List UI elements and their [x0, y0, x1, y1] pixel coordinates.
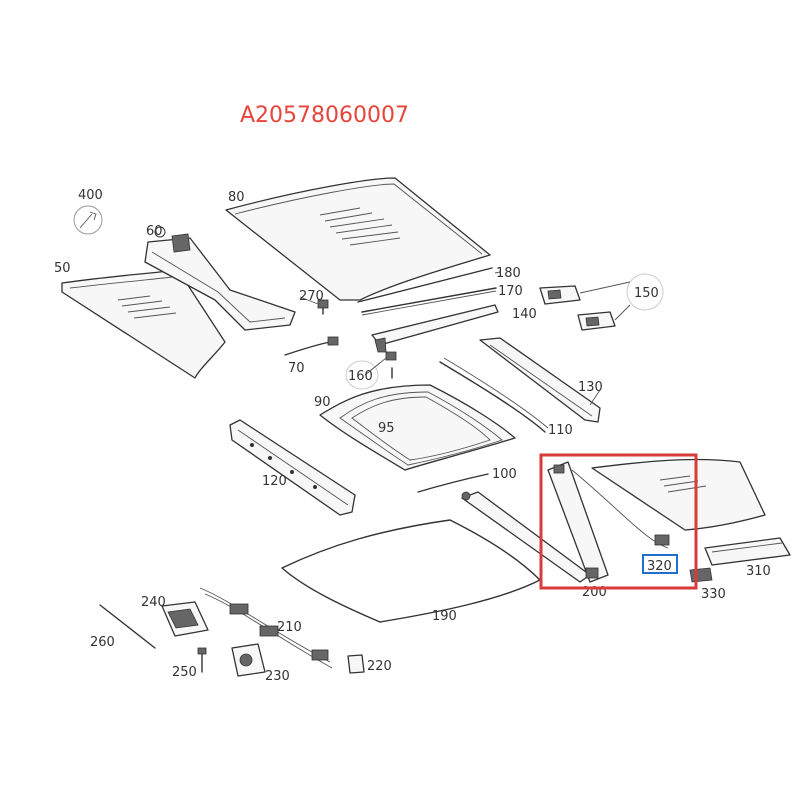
callout-110: 110: [548, 423, 573, 438]
part-180-seal-strip: [357, 267, 493, 303]
callout-70: 70: [288, 361, 305, 376]
part-400-service-icon: [73, 205, 103, 235]
callout-330: 330: [701, 587, 726, 602]
part-220-clip: [347, 654, 365, 674]
callout-150: 150: [634, 286, 659, 301]
highlight-blue-box: [642, 554, 678, 574]
callout-190: 190: [432, 609, 457, 624]
callout-250: 250: [172, 665, 197, 680]
callout-180: 180: [496, 266, 521, 281]
callout-210: 210: [277, 620, 302, 635]
part-310-rear-glass: [591, 458, 791, 566]
part-110-seal: [439, 357, 549, 433]
part-160-clip: [345, 351, 397, 390]
part-95-glass: [351, 396, 491, 461]
callout-95: 95: [378, 421, 395, 436]
part-60-front-frame: [144, 226, 296, 331]
part-330-clip: [689, 567, 713, 583]
part-170-seal-strip: [361, 287, 497, 316]
callout-130: 130: [578, 380, 603, 395]
part-130-side-rail: [479, 337, 601, 423]
part-250-screw: [197, 647, 207, 673]
part-260-rod: [99, 604, 156, 649]
callout-90: 90: [314, 395, 331, 410]
callout-140: 140: [512, 307, 537, 322]
callout-260: 260: [90, 635, 115, 650]
callout-160: 160: [348, 369, 373, 384]
part-210-cable: [199, 587, 333, 669]
callout-240: 240: [141, 595, 166, 610]
callout-170: 170: [498, 284, 523, 299]
part-190-seal: [281, 519, 541, 623]
callout-310: 310: [746, 564, 771, 579]
part-140-guide-rail: [371, 304, 499, 353]
part-150-brackets: [539, 273, 664, 331]
callout-270: 270: [299, 289, 324, 304]
callout-50: 50: [54, 261, 71, 276]
part-90-frame: [319, 384, 516, 471]
part-50-wind-deflector: [61, 269, 226, 379]
callout-120: 120: [262, 474, 287, 489]
callout-230: 230: [265, 669, 290, 684]
part-240-motor: [161, 601, 209, 637]
part-320-shade-assembly: [547, 461, 670, 583]
part-number-title: A20578060007: [240, 103, 409, 128]
part-100-strip: [417, 473, 489, 493]
highlight-red-box: [539, 453, 698, 590]
part-70-cable: [284, 336, 339, 356]
callout-100: 100: [492, 467, 517, 482]
part-120-left-rail: [229, 419, 356, 516]
callout-220: 220: [367, 659, 392, 674]
callout-80: 80: [228, 190, 245, 205]
part-230-motor: [231, 643, 266, 677]
callout-400: 400: [78, 188, 103, 203]
leader-lines: [299, 271, 601, 406]
callout-60: 60: [146, 224, 163, 239]
part-80-glass-panel: [225, 177, 491, 301]
callout-320: 320: [647, 559, 672, 574]
